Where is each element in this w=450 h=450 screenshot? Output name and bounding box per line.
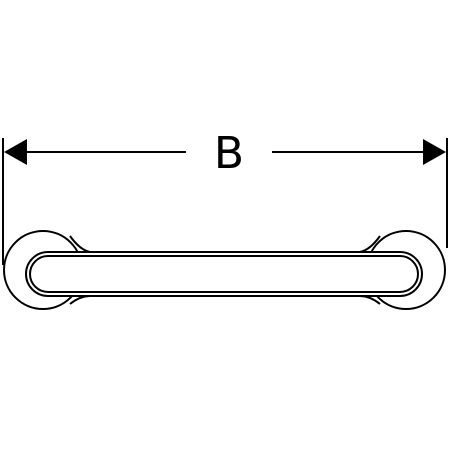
left-junction-bottom (69, 295, 91, 305)
bar-outer-outline (25, 251, 423, 297)
right-junction-top (359, 235, 381, 253)
arrowhead-right (423, 139, 446, 165)
arrowhead-left (4, 139, 27, 165)
bar-inner-outline (29, 255, 419, 293)
dimension-label: B (214, 128, 244, 179)
right-junction-bottom (359, 295, 381, 305)
left-junction-top (69, 235, 91, 253)
